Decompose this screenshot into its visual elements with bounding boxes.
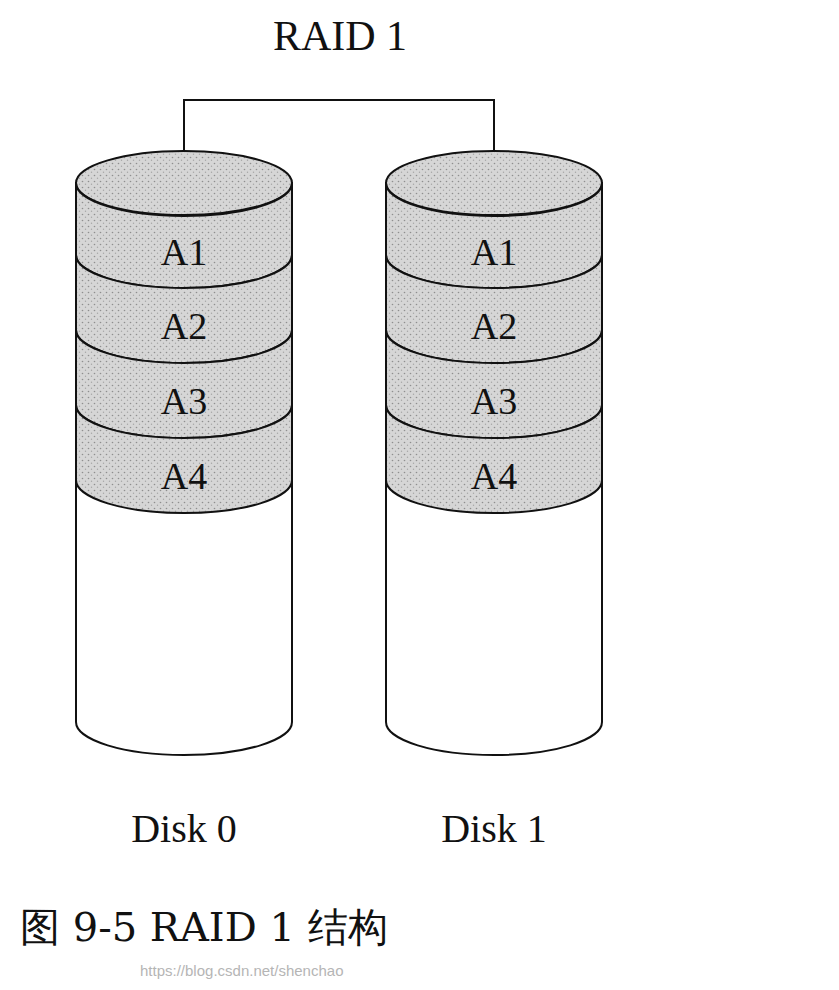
data-block-band: A3 [75,330,293,438]
data-block-band: A3 [385,330,603,438]
band-text-holder: A2 [385,288,603,363]
disk-label: Disk 0 [45,805,323,852]
block-label: A3 [161,382,207,420]
block-label: A4 [471,457,517,495]
block-label: A2 [161,307,207,345]
band-text-holder: A1 [385,216,603,288]
band-text-holder: A4 [385,438,603,513]
cylinder-top [76,151,292,215]
disk-cylinder: Disk 1A1A2A3A4 [385,150,603,855]
data-block-band: A1 [75,183,293,288]
block-label: A1 [161,233,207,271]
band-text-holder: A4 [75,438,293,513]
band-shape [386,183,602,288]
band-text-holder: A1 [75,216,293,288]
disk-label: Disk 1 [355,805,633,852]
data-block-band: A4 [385,405,603,513]
band-text-holder: A2 [75,288,293,363]
data-block-band: A1 [385,183,603,288]
watermark: https://blog.csdn.net/shenchao [140,962,343,979]
cylinder-top [386,151,602,215]
band-shape [386,255,602,363]
cylinder-body [76,183,292,755]
band-shape [76,405,292,513]
band-shape [76,330,292,438]
disk-cylinder: Disk 0A1A2A3A4 [75,150,293,855]
cylinder-body [386,183,602,755]
title: RAID 1 [240,12,440,60]
band-shape [386,330,602,438]
block-label: A1 [471,233,517,271]
band-text-holder: A3 [385,363,603,438]
block-label: A4 [161,457,207,495]
block-label: A3 [471,382,517,420]
band-shape [386,405,602,513]
block-label: A2 [471,307,517,345]
band-text-holder: A3 [75,363,293,438]
band-shape [76,255,292,363]
data-block-band: A2 [75,255,293,363]
band-shape [76,183,292,288]
data-block-band: A4 [75,405,293,513]
mirror-connector [184,100,494,150]
caption: 图 9-5 RAID 1 结构 [20,900,388,955]
data-block-band: A2 [385,255,603,363]
